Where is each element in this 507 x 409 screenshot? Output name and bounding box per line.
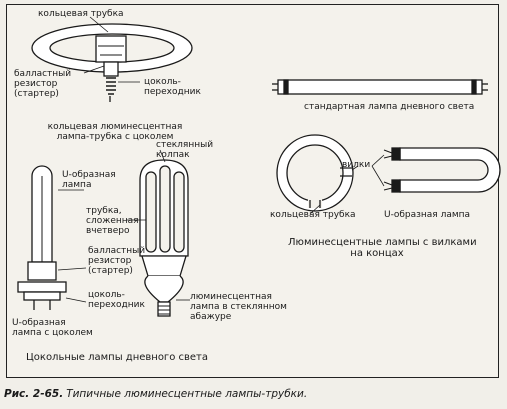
u-lamp-right-label: U-образная лампа bbox=[384, 210, 471, 220]
standard-tube-lamp bbox=[272, 79, 488, 95]
ring-pin-lamp bbox=[276, 134, 359, 215]
u-pin-lamp bbox=[371, 147, 501, 193]
u-lamp-label: U-образная лампа bbox=[62, 170, 116, 190]
ballast2-label: балластный резистор (стартер) bbox=[88, 246, 146, 276]
ring-tube-label: кольцевая трубка bbox=[38, 9, 124, 19]
adapter-base2-label: цоколь- переходник bbox=[88, 290, 145, 310]
shade-lamp-label: люминесцентная лампа в стеклянном абажур… bbox=[190, 292, 287, 322]
glass-cap-label: стеклянный колпак bbox=[156, 140, 214, 160]
figure-number: Рис. 2-65. bbox=[4, 388, 64, 400]
u-base-lamp-label: U-образная лампа с цоколем bbox=[12, 318, 93, 338]
folded-tube-label: трубка, сложенная вчетверо bbox=[86, 206, 139, 236]
pins-label: вилки bbox=[342, 160, 371, 170]
figure-caption: Рис. 2-65.Типичные люминесцентные лампы-… bbox=[4, 388, 307, 400]
ring-tube-right-label: кольцевая трубка bbox=[270, 210, 356, 220]
ring-lamp-with-base bbox=[31, 16, 193, 102]
glass-shade-lamp bbox=[126, 149, 190, 317]
ring-lamp-caption: кольцевая люминесцентная лампа-трубка с … bbox=[47, 122, 183, 142]
base-lamps-title: Цокольные лампы дневного света bbox=[26, 352, 208, 363]
adapter-base-label: цоколь- переходник bbox=[144, 77, 201, 97]
standard-lamp-label: стандартная лампа дневного света bbox=[304, 102, 475, 112]
ballast-label: балластный резистор (стартер) bbox=[14, 69, 72, 99]
u-lamp-with-base bbox=[17, 165, 87, 310]
pin-lamps-title: Люминесцентные лампы с вилками на концах bbox=[288, 237, 477, 259]
figure-caption-text: Типичные люминесцентные лампы-трубки. bbox=[66, 388, 308, 400]
